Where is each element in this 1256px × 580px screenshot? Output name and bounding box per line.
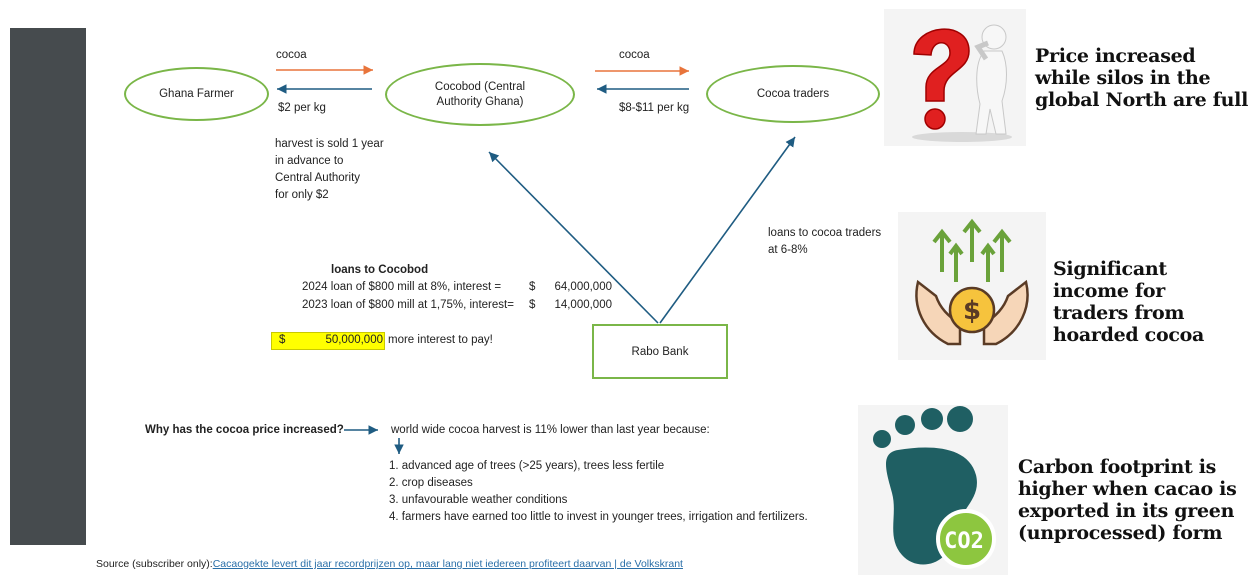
loan-row-label: 2024 loan of $800 mill at 8%, interest =: [302, 281, 502, 293]
harvest-note-line: Central Authority: [275, 172, 361, 184]
callout-line: while silos in the: [1035, 67, 1211, 89]
callout-line: Carbon footprint is: [1018, 456, 1217, 478]
reason-item: 3. unfavourable weather conditions: [389, 494, 568, 506]
callout-line: (unprocessed) form: [1018, 522, 1223, 544]
loans-heading: loans to Cocobod: [331, 264, 429, 276]
arrow-bank-to-traders: [659, 136, 796, 324]
callout-significant-income: Significant income for traders from hoar…: [1053, 258, 1204, 346]
reason-item: 2. crop diseases: [389, 477, 473, 489]
node-label: Ghana Farmer: [159, 87, 234, 100]
reason-item: 1. advanced age of trees (>25 years), tr…: [389, 460, 665, 472]
callout-line: Price increased: [1035, 45, 1196, 67]
source-prefix: Source (subscriber only):: [96, 558, 213, 570]
trader-loans-line: loans to cocoa traders: [768, 227, 882, 239]
callout-line: higher when cacao is: [1018, 478, 1237, 500]
co2-footprint-icon: CO2: [858, 405, 1008, 575]
flow-label-price-right: $8-$11 per kg: [619, 102, 690, 114]
node-label: Rabo Bank: [631, 345, 689, 358]
difference-amount: 50,000,000: [325, 334, 383, 346]
callout-line: global North are full: [1035, 89, 1249, 111]
node-ghana-farmer: Ghana Farmer: [124, 67, 269, 121]
trader-loans-note: loans to cocoa traders at 6-8%: [768, 225, 881, 259]
why-answer: world wide cocoa harvest is 11% lower th…: [391, 424, 710, 436]
loan-row-amount: 14,000,000: [554, 299, 612, 311]
callout-carbon-footprint: Carbon footprint is higher when cacao is…: [1018, 456, 1237, 544]
left-sidebar-bar: [10, 28, 86, 545]
difference-highlight: [271, 332, 385, 350]
callout-price-increased: Price increased while silos in the globa…: [1035, 45, 1248, 111]
loan-row-amount: 64,000,000: [554, 281, 612, 293]
reason-item: 4. farmers have earned too little to inv…: [389, 511, 808, 523]
trader-loans-line: at 6-8%: [768, 244, 808, 256]
loan-row-currency: $: [529, 281, 536, 293]
node-rabo-bank: Rabo Bank: [592, 324, 728, 379]
harvest-note-line: for only $2: [275, 189, 329, 201]
source-line: Source (subscriber only):Cacaogekte leve…: [96, 558, 683, 570]
flow-label-price-left: $2 per kg: [278, 102, 326, 114]
node-cocobod: Cocobod (Central Authority Ghana): [385, 63, 575, 126]
reasons-list: 1. advanced age of trees (>25 years), tr…: [389, 458, 808, 526]
callout-line: Significant: [1053, 258, 1167, 280]
callout-line: income for: [1053, 280, 1165, 302]
flow-label-cocoa-left: cocoa: [276, 49, 307, 61]
harvest-note-line: harvest is sold 1 year: [275, 138, 384, 150]
callout-line: traders from: [1053, 302, 1185, 324]
co2-label: CO2: [944, 529, 984, 554]
why-question: Why has the cocoa price increased?: [145, 424, 344, 436]
callout-line: exported in its green: [1018, 500, 1235, 522]
node-label: Cocoa traders: [756, 87, 830, 100]
arrow-bank-to-cocobod: [488, 151, 659, 324]
difference-currency: $: [279, 334, 286, 346]
flow-label-cocoa-right: cocoa: [619, 49, 650, 61]
harvest-note-line: in advance to: [275, 155, 344, 167]
hands-coin-growth-icon: $: [898, 212, 1046, 360]
source-link[interactable]: Cacaogekte levert dit jaar recordprijzen…: [212, 558, 683, 570]
harvest-note: harvest is sold 1 year in advance to Cen…: [275, 136, 384, 204]
node-label: Cocobod (Central Authority Ghana): [434, 80, 526, 108]
difference-text: more interest to pay!: [388, 334, 493, 346]
node-cocoa-traders: Cocoa traders: [706, 65, 880, 123]
question-mark-figure-icon: [884, 9, 1026, 146]
loan-row-currency: $: [529, 299, 536, 311]
svg-text:$: $: [963, 296, 981, 326]
callout-line: hoarded cocoa: [1053, 324, 1204, 346]
loan-row-label: 2023 loan of $800 mill at 1,75%, interes…: [302, 299, 514, 311]
